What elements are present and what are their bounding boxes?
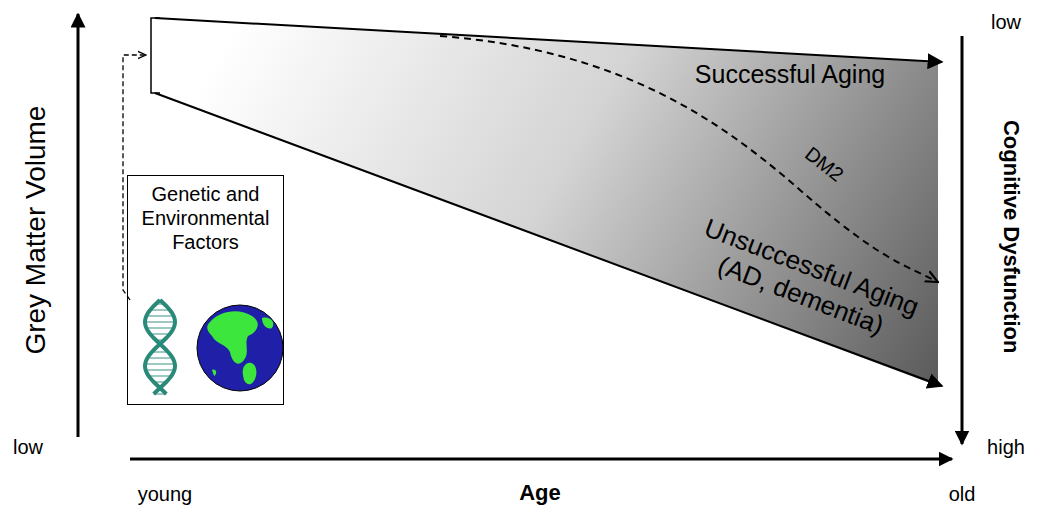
dna-strand — [145, 300, 175, 394]
dm2-curve — [440, 36, 938, 282]
dna-rung — [146, 327, 173, 329]
dna-rung — [145, 321, 175, 323]
dna-icon — [145, 300, 175, 394]
range-bracket — [151, 18, 160, 93]
axis-end-label: low — [991, 11, 1021, 34]
axis-end-label: old — [949, 483, 976, 506]
dna-rung — [146, 369, 175, 371]
axis-title: Cognitive Dysfunction — [999, 120, 1024, 353]
dna-strand — [145, 300, 175, 394]
dna-rung — [145, 363, 175, 365]
axis-end-label: high — [987, 436, 1025, 459]
successful-line — [155, 18, 942, 62]
factor-box: Genetic and Environmental Factors — [127, 175, 284, 405]
x-axis-arrow — [130, 458, 952, 461]
axis-end-label: young — [138, 483, 193, 506]
dna-rung — [146, 315, 173, 317]
box-heading: Genetic and Environmental Factors — [128, 176, 283, 254]
globe-icon — [197, 305, 283, 391]
dna-rung — [147, 357, 172, 359]
trajectory-label: Successful Aging — [695, 60, 885, 89]
axis-title: Grey Matter Volume — [20, 106, 52, 355]
dysfunction-axis-arrow — [961, 36, 964, 444]
y-axis-arrow — [77, 14, 80, 437]
dna-rung — [149, 375, 172, 377]
axis-title: Age — [519, 480, 561, 505]
axis-end-label: low — [13, 436, 43, 459]
